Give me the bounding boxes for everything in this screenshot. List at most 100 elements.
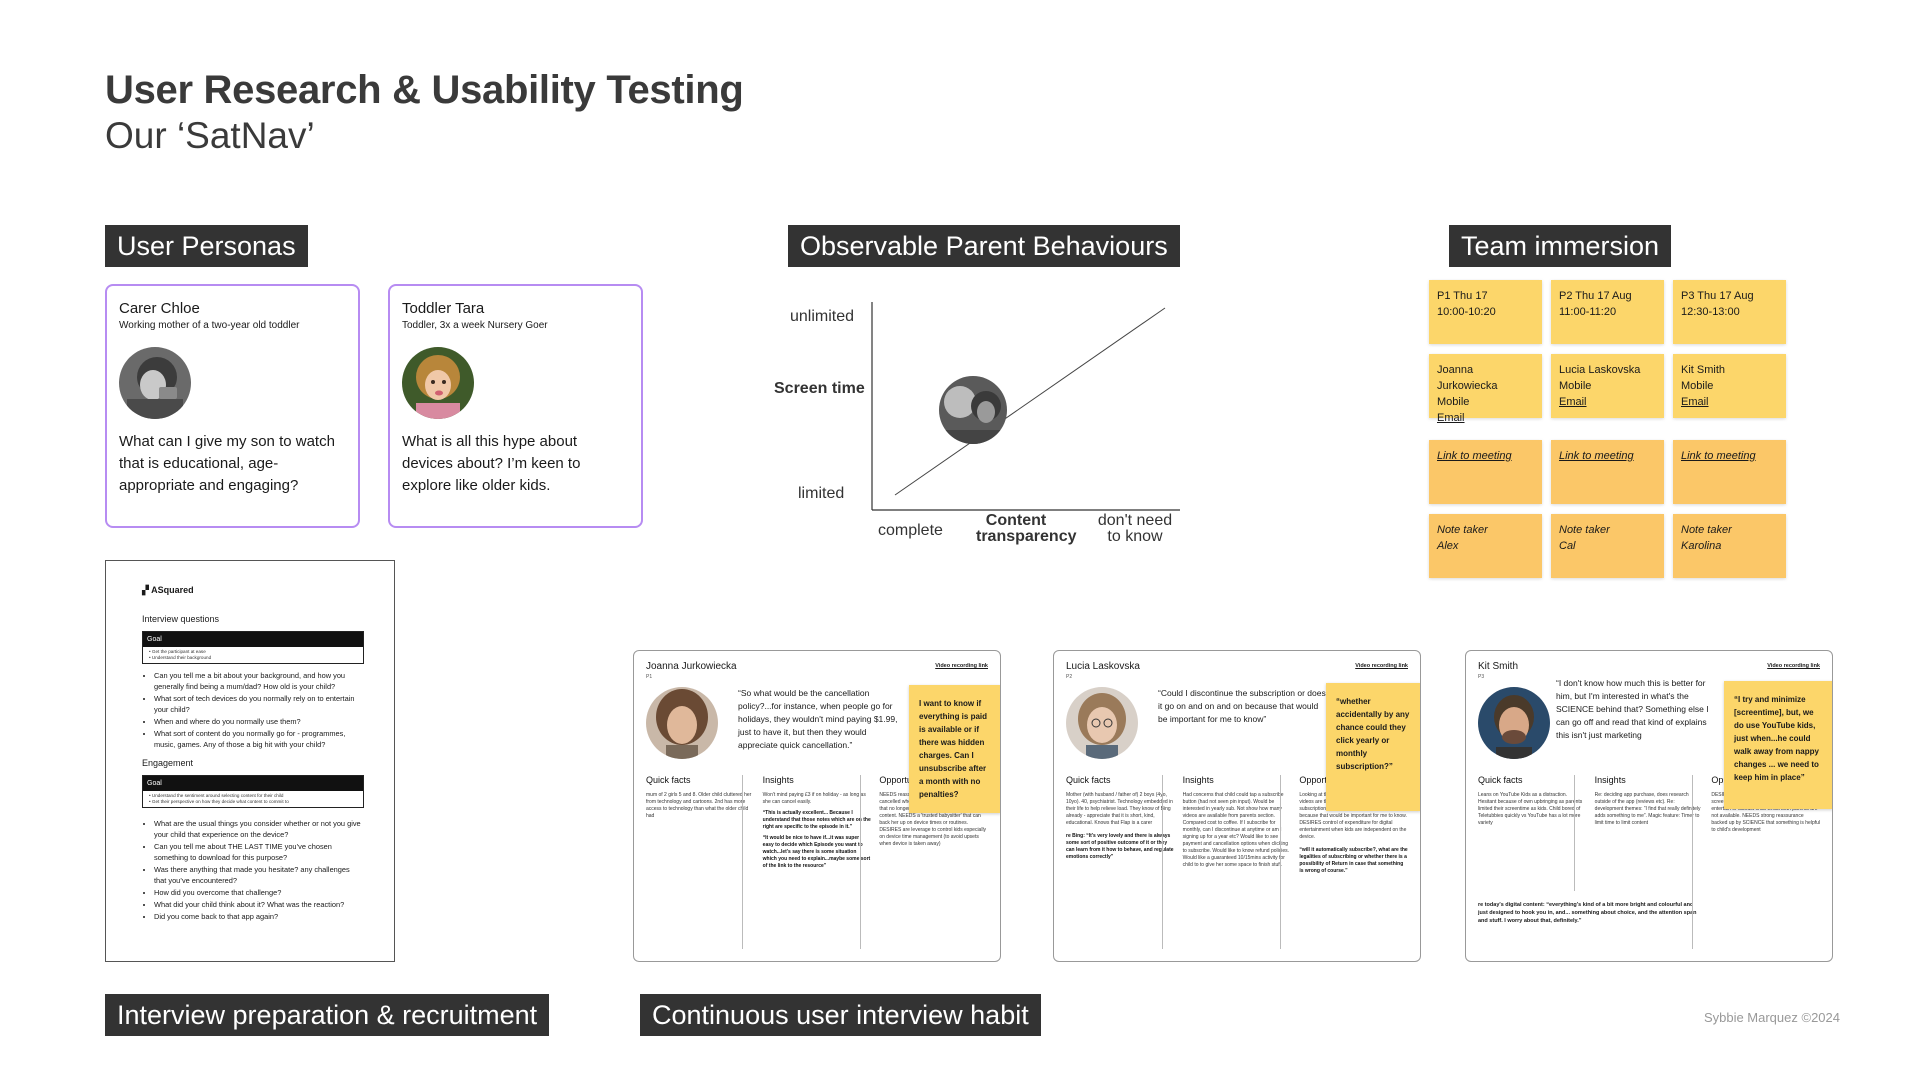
quick-facts-text: Mother (with husband / father of) 2 boys… [1066, 792, 1173, 826]
section-label-behaviours: Observable Parent Behaviours [788, 225, 1180, 267]
meeting-sticky: Link to meeting [1673, 440, 1786, 504]
persona-avatar-marker [939, 376, 1007, 444]
behaviour-diagram: unlimited Screen time limited complete C… [760, 290, 1190, 560]
insights-text: Had concerns that child could tap a subs… [1182, 792, 1290, 868]
persona-avatar [402, 347, 474, 419]
column-heading: Quick facts [646, 775, 691, 785]
column-heading: Insights [1594, 775, 1626, 785]
persona-avatar [119, 347, 191, 419]
page-title: User Research & Usability Testing [105, 68, 744, 112]
video-recording-link[interactable]: Video recording link [1767, 663, 1820, 669]
question-item: What sort of content do you normally go … [154, 728, 364, 750]
persona-name: Toddler Tara [402, 300, 485, 317]
x-axis-label: Content transparency [976, 512, 1077, 545]
x-axis-left-label: complete [878, 522, 943, 539]
column-heading: Opportu [1299, 775, 1332, 785]
y-axis-label: Screen time [774, 380, 865, 397]
goal-label: Goal [143, 776, 363, 791]
persona-description: Working mother of a two-year old toddler [119, 320, 300, 331]
email-link[interactable]: Email [1559, 396, 1587, 408]
email-link[interactable]: Email [1681, 396, 1709, 408]
video-recording-link[interactable]: Video recording link [1355, 663, 1408, 669]
column-heading: Oppo [1711, 775, 1734, 785]
footer-credit: Sybbie Marquez ©2024 [1703, 1010, 1840, 1025]
logo-icon: ▞ [142, 585, 149, 595]
quick-facts-quote: re Bing: “It's very lovely and there is … [1066, 833, 1174, 860]
quick-facts-text: Leans on YouTube Kids as a distraction. … [1478, 792, 1583, 826]
column-divider [860, 775, 861, 949]
column-divider [1692, 775, 1693, 949]
quick-facts-text: mum of 2 girls 5 and 8. Older child clut… [646, 792, 752, 819]
interview-questions-document: ▞ ASquared Interview questions Goal • Ge… [105, 560, 395, 962]
y-axis-bottom-label: limited [798, 485, 845, 502]
participant-number: P1 [646, 674, 653, 680]
question-item: What sort of tech devices do you normall… [154, 693, 364, 715]
meeting-link[interactable]: Link to meeting [1559, 450, 1634, 462]
question-item: Can you tell me about THE LAST TIME you’… [154, 841, 364, 863]
goal-box: Goal • Get the participant at ease • Und… [142, 631, 364, 664]
x-axis-right-label: don't need to know [1097, 512, 1173, 545]
question-list: What are the usual things you consider w… [142, 818, 364, 922]
doc-heading: Interview questions [142, 614, 220, 624]
goal-label: Goal [143, 632, 363, 647]
column-heading: Opportu [879, 775, 912, 785]
participant-name: Joanna Jurkowiecka [646, 661, 737, 672]
persona-card-chloe: Carer Chloe Working mother of a two-year… [105, 284, 360, 528]
question-item: Did you come back to that app again? [154, 911, 364, 922]
goal-box: Goal • Understand the sentiment around s… [142, 775, 364, 808]
opportunities-quote: “will it automatically subscribe?, what … [1299, 847, 1408, 874]
question-item: What did your child think about it? What… [154, 899, 364, 910]
goal-item: • Get their perspective on how they deci… [149, 799, 289, 804]
goal-item: • Understand the sentiment around select… [149, 793, 284, 798]
meeting-link[interactable]: Link to meeting [1681, 450, 1756, 462]
participant-photo [646, 687, 718, 759]
persona-quote: What is all this hype about devices abou… [402, 433, 581, 494]
meeting-link[interactable]: Link to meeting [1437, 450, 1512, 462]
section-label-team: Team immersion [1449, 225, 1672, 267]
meeting-sticky: Link to meeting [1551, 440, 1664, 504]
highlight-sticky-note: “I try and minimize [screentime], but, w… [1724, 681, 1832, 809]
participant-number: P3 [1478, 674, 1485, 680]
section-label-continuous: Continuous user interview habit [640, 994, 1041, 1036]
persona-quote: What can I give my son to watch that is … [119, 433, 335, 494]
section-label-personas: User Personas [105, 225, 308, 267]
interview-card-kit: Kit Smith Video recording link P3 “I don… [1465, 650, 1833, 962]
column-heading: Quick facts [1478, 775, 1523, 785]
highlight-sticky-note: I want to know if everything is paid is … [909, 685, 1000, 813]
question-item: Can you tell me a bit about your backgro… [154, 670, 364, 692]
column-heading: Quick facts [1066, 775, 1111, 785]
column-heading: Insights [1182, 775, 1214, 785]
participant-name: Kit Smith [1478, 661, 1519, 672]
participant-quote: “So what would be the cancellation polic… [738, 688, 898, 750]
highlight-sticky-note: “whether accidentally by any chance coul… [1326, 683, 1420, 811]
question-item: Was there anything that made you hesitat… [154, 864, 364, 886]
participant-photo [1066, 687, 1138, 759]
section-label-interview-prep: Interview preparation & recruitment [105, 994, 550, 1036]
persona-name: Carer Chloe [119, 300, 200, 317]
doc-logo: ▞ ASquared [142, 585, 194, 595]
persona-card-tara: Toddler Tara Toddler, 3x a week Nursery … [388, 284, 643, 528]
doc-subheading: Engagement [142, 758, 194, 768]
column-heading: Insights [762, 775, 794, 785]
participant-quote: “I don't know how much this is better fo… [1556, 678, 1709, 740]
video-recording-link[interactable]: Video recording link [935, 663, 988, 669]
insights-text: Re: deciding app purchase, does research… [1594, 792, 1701, 826]
insights-quote: “This is actually excellent... Because I… [762, 810, 871, 830]
interview-card-joanna: Joanna Jurkowiecka Video recording link … [633, 650, 1001, 962]
goal-item: • Understand their background [149, 655, 212, 660]
persona-description: Toddler, 3x a week Nursery Goer [402, 320, 548, 331]
insights-quote: “It would be nice to have if...it was su… [762, 835, 871, 869]
column-divider [742, 775, 743, 949]
email-link[interactable]: Email [1437, 412, 1465, 424]
meeting-sticky: Link to meeting [1429, 440, 1542, 504]
question-item: When and where do you normally use them? [154, 716, 364, 727]
